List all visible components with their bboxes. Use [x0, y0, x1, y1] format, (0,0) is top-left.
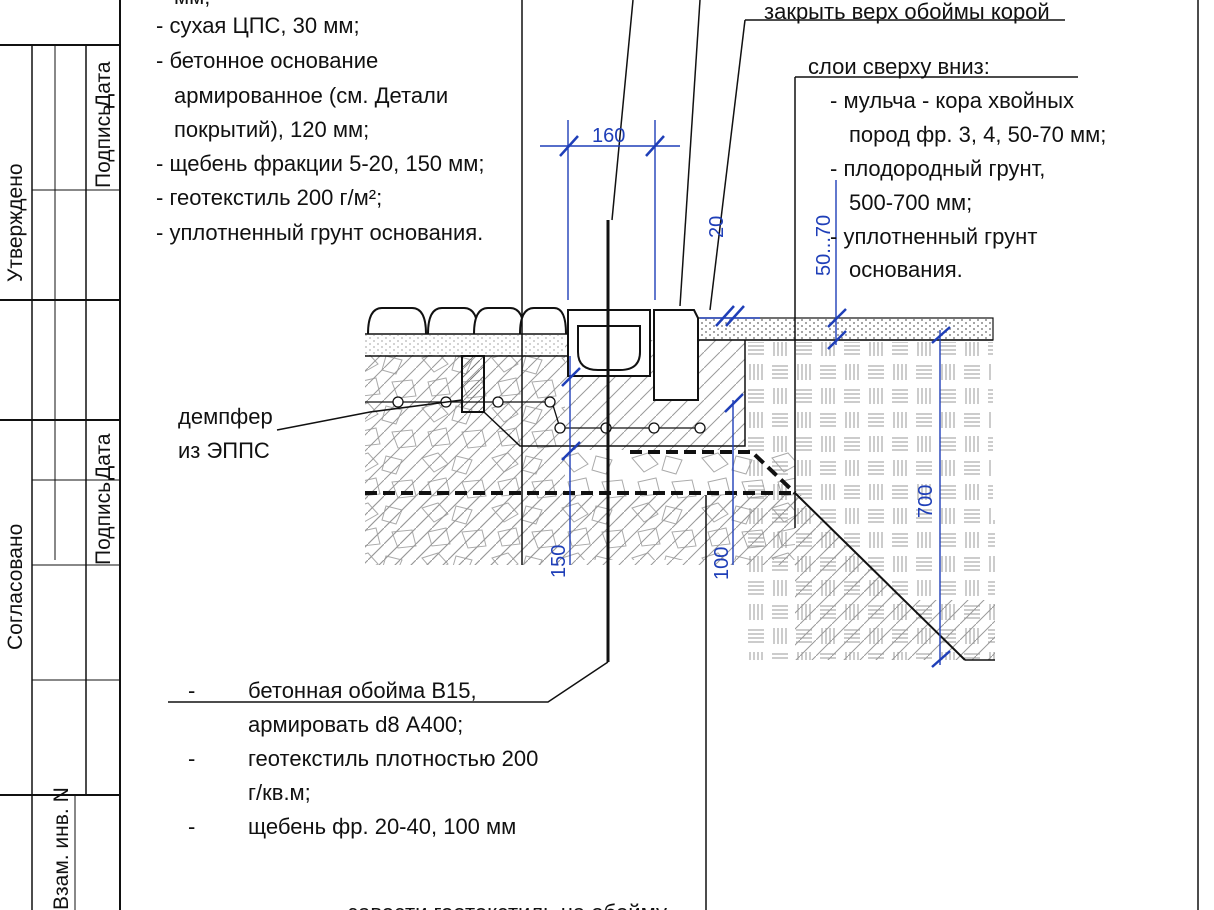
- note-cover-top: закрыть верх обоймы корой: [764, 0, 1050, 24]
- notes-bottom-line: геотекстиль плотностью 200: [248, 746, 538, 771]
- notes-left-partial: мм;: [174, 0, 210, 9]
- damper-label-line: из ЭППС: [178, 438, 270, 463]
- stamp-agreed-label: Согласовано: [4, 524, 27, 650]
- notes-bottom-bullet: -: [188, 814, 195, 839]
- notes-bottom-bullet: -: [188, 746, 195, 771]
- notes-right: слои сверху вниз: - мульча - кора хвойны…: [808, 54, 1106, 282]
- notes-bottom-line: бетонная обойма В15,: [248, 678, 477, 703]
- dimension-lines: [540, 120, 951, 668]
- notes-right-line: - уплотненный грунт: [830, 224, 1037, 249]
- notes-bottom-line: армировать d8 А400;: [248, 712, 463, 737]
- rebar: [365, 396, 706, 434]
- stamp-frame: [0, 0, 121, 910]
- notes-left-line: - бетонное основание: [156, 48, 378, 73]
- notes-bottom-bullet: -: [188, 678, 195, 703]
- dimension-150: 150: [548, 545, 570, 578]
- dimension-160: 160: [592, 125, 625, 147]
- notes-left-line: - щебень фракции 5-20, 150 мм;: [156, 151, 485, 176]
- dimension-700: 700: [915, 485, 937, 518]
- notes-bottom-line: г/кв.м;: [248, 780, 311, 805]
- notes-right-line: - мульча - кора хвойных: [830, 88, 1074, 113]
- notes-left-line: покрытий), 120 мм;: [174, 117, 369, 142]
- notes-right-line: 500-700 мм;: [849, 190, 972, 215]
- dimension-100: 100: [711, 547, 733, 580]
- stamp-date-label: Дата: [92, 433, 115, 480]
- concrete-casing-outline: [483, 340, 746, 447]
- notes-left-line: - сухая ЦПС, 30 мм;: [156, 13, 360, 38]
- geotextile-upper: [630, 450, 797, 495]
- paving-tiles: [367, 307, 567, 335]
- notes-right-line: - плодородный грунт,: [830, 156, 1045, 181]
- stamp-sign-label: Подпись: [92, 482, 115, 565]
- dimension-20: 20: [706, 216, 728, 238]
- dry-mix-layer: [365, 334, 565, 356]
- notes-left-line: - уплотненный грунт основания.: [156, 220, 483, 245]
- stamp-sign-label: Подпись: [92, 105, 115, 188]
- eps-damper: [461, 355, 485, 413]
- damper-label-line: демпфер: [178, 404, 273, 429]
- notes-left-line: - геотекстиль 200 г/м²;: [156, 185, 382, 210]
- notes-left-line: армированное (см. Детали: [174, 83, 448, 108]
- leader-lines: [168, 0, 1078, 910]
- ground-slope: [794, 492, 966, 661]
- notes-bottom: - бетонная обойма В15, армировать d8 А40…: [188, 678, 667, 910]
- notes-right-title: слои сверху вниз:: [808, 54, 990, 79]
- stamp-approved-label: Утверждено: [4, 164, 27, 283]
- notes-left: - сухая ЦПС, 30 мм; - бетонное основание…: [156, 13, 485, 245]
- damper-label: демпфер из ЭППС: [178, 404, 273, 463]
- notes-bottom-partial: завести геотекстиль на обойму: [348, 900, 667, 910]
- ground-below-hatch: [365, 495, 805, 565]
- notes-right-line: основания.: [849, 257, 963, 282]
- notes-right-line: пород фр. 3, 4, 50-70 мм;: [849, 122, 1106, 147]
- dimension-50-70: 50...70: [813, 215, 835, 276]
- stamp-inv-label: Взам. инв. N: [50, 787, 73, 910]
- stamp-date-label: Дата: [92, 61, 115, 108]
- notes-bottom-line: щебень фр. 20-40, 100 мм: [248, 814, 516, 839]
- curb-stone: [653, 309, 699, 401]
